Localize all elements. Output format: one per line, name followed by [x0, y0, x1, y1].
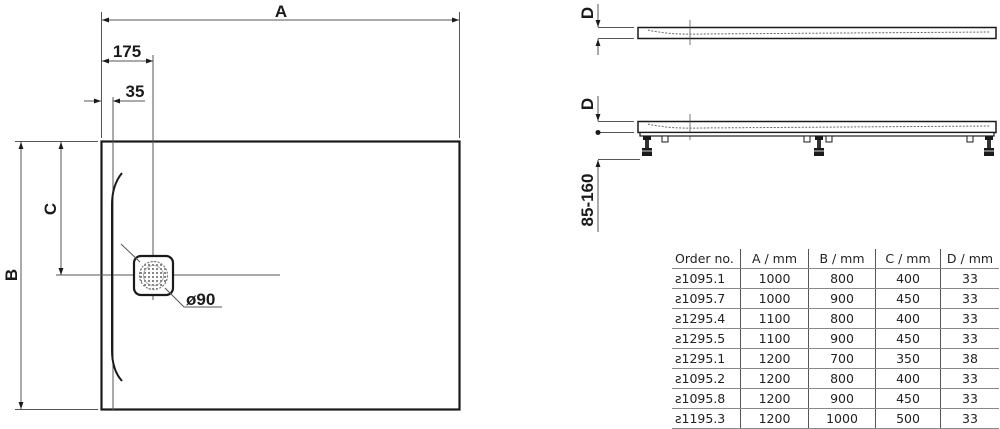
slope-edge-curve [111, 172, 123, 382]
cell-a: 1200 [740, 348, 809, 369]
dim-label-d-bottom: D [578, 98, 597, 110]
col-a: A / mm [740, 249, 809, 269]
order-spec-table: Order no. A / mm B / mm C / mm D / mm ƨ1… [672, 249, 999, 429]
cell-b: 800 [808, 308, 876, 329]
table-row: ƨ1195.3 1200 1000 500 33 [672, 408, 999, 429]
cell-a: 1200 [740, 388, 809, 409]
table-row: ƨ1295.1 1200 700 350 38 [672, 348, 999, 369]
cell-b: 700 [808, 348, 876, 369]
cell-c: 450 [875, 388, 941, 409]
cell-c: 400 [875, 368, 941, 389]
col-order-no: Order no. [672, 249, 741, 269]
dim-label-b: B [2, 269, 21, 281]
cell-b: 900 [808, 288, 876, 309]
cell-order-no: ƨ1095.1 [672, 268, 741, 289]
cell-d: 33 [940, 308, 999, 329]
cell-c: 400 [875, 308, 941, 329]
table-header-row: Order no. A / mm B / mm C / mm D / mm [672, 249, 999, 269]
cell-order-no: ƨ1095.7 [672, 288, 741, 309]
adjustable-foot-icon [642, 136, 652, 156]
dim-label-c: C [41, 203, 60, 215]
cell-b: 900 [808, 328, 876, 349]
cell-a: 1100 [740, 308, 809, 329]
table-row: ƨ1095.2 1200 800 400 33 [672, 368, 999, 389]
cell-order-no: ƨ1295.5 [672, 328, 741, 349]
cell-d: 33 [940, 368, 999, 389]
table-row: ƨ1095.7 1000 900 450 33 [672, 288, 999, 309]
cell-a: 1000 [740, 268, 809, 289]
cell-d: 33 [940, 288, 999, 309]
col-d: D / mm [940, 249, 999, 269]
cell-order-no: ƨ1195.3 [672, 408, 741, 429]
cell-order-no: ƨ1295.1 [672, 348, 741, 369]
cell-d: 33 [940, 408, 999, 429]
cell-c: 400 [875, 268, 941, 289]
col-c: C / mm [875, 249, 941, 269]
cell-order-no: ƨ1295.4 [672, 308, 741, 329]
cell-order-no: ƨ1095.8 [672, 388, 741, 409]
table-row: ƨ1095.1 1000 800 400 33 [672, 268, 999, 289]
dim-label-d-top: D [578, 7, 597, 19]
cell-a: 1100 [740, 328, 809, 349]
cell-a: 1200 [740, 368, 809, 389]
cell-c: 450 [875, 328, 941, 349]
table-row: ƨ1095.8 1200 900 450 33 [672, 388, 999, 409]
cell-a: 1200 [740, 408, 809, 429]
dim-label-a: A [275, 2, 287, 21]
dim-label-35: 35 [126, 82, 145, 101]
dim-label-feet-height: 85-160 [578, 174, 597, 227]
drain-diameter-label: ø90 [186, 290, 215, 309]
cell-d: 33 [940, 388, 999, 409]
cell-c: 450 [875, 288, 941, 309]
side-view-with-feet: D 85-160 [578, 96, 997, 232]
cell-d: 38 [940, 348, 999, 369]
adjustable-foot-icon [984, 136, 994, 156]
cell-b: 900 [808, 388, 876, 409]
adjustable-foot-icon [814, 136, 824, 156]
table-row: ƨ1295.5 1100 900 450 33 [672, 328, 999, 349]
cell-c: 350 [875, 348, 941, 369]
cell-d: 33 [940, 268, 999, 289]
cell-b: 1000 [808, 408, 876, 429]
col-b: B / mm [808, 249, 876, 269]
cell-b: 800 [808, 368, 876, 389]
plan-view: A 175 35 B C ø90 [2, 2, 461, 411]
dim-label-175: 175 [113, 42, 141, 61]
cell-c: 500 [875, 408, 941, 429]
table-row: ƨ1295.4 1100 800 400 33 [672, 308, 999, 329]
side-view-top: D [578, 4, 997, 55]
cell-d: 33 [940, 328, 999, 349]
cell-a: 1000 [740, 288, 809, 309]
cell-b: 800 [808, 268, 876, 289]
cell-order-no: ƨ1095.2 [672, 368, 741, 389]
drain-grate-icon [132, 254, 175, 297]
